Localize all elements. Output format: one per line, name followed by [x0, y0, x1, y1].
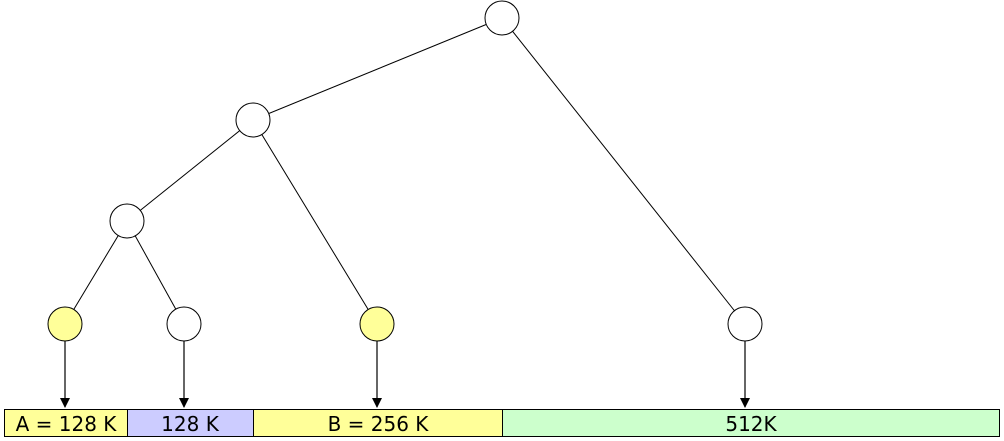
block-free-512 [502, 409, 1000, 437]
edge-left-to-leftleft [126, 119, 254, 222]
node-allocated-b [359, 306, 395, 342]
tree-nodes [47, 0, 763, 342]
node-leftleft [109, 203, 145, 239]
edge-leftleft-to-a [64, 220, 128, 325]
block-free-128 [127, 409, 254, 437]
node-free-512 [727, 306, 763, 342]
leaf-pointers [60, 341, 750, 408]
node-allocated-a [47, 306, 83, 342]
node-root [484, 0, 520, 36]
node-left [235, 102, 271, 138]
tree-edges [64, 17, 746, 325]
block-free-128-label: 128 K [161, 412, 220, 436]
edge-root-to-right [501, 17, 746, 325]
block-a-label: A = 128 K [16, 412, 118, 436]
block-a [4, 409, 128, 437]
node-free-128 [166, 306, 202, 342]
edge-leftleft-to-free128 [126, 220, 185, 325]
edge-root-to-left [252, 17, 503, 121]
edge-left-to-b [252, 119, 378, 325]
block-b [253, 409, 503, 437]
block-free-512-label: 512K [725, 412, 777, 436]
memory-bar: A = 128 K 128 K B = 256 K 512K [4, 409, 1000, 437]
block-b-label: B = 256 K [328, 412, 430, 436]
